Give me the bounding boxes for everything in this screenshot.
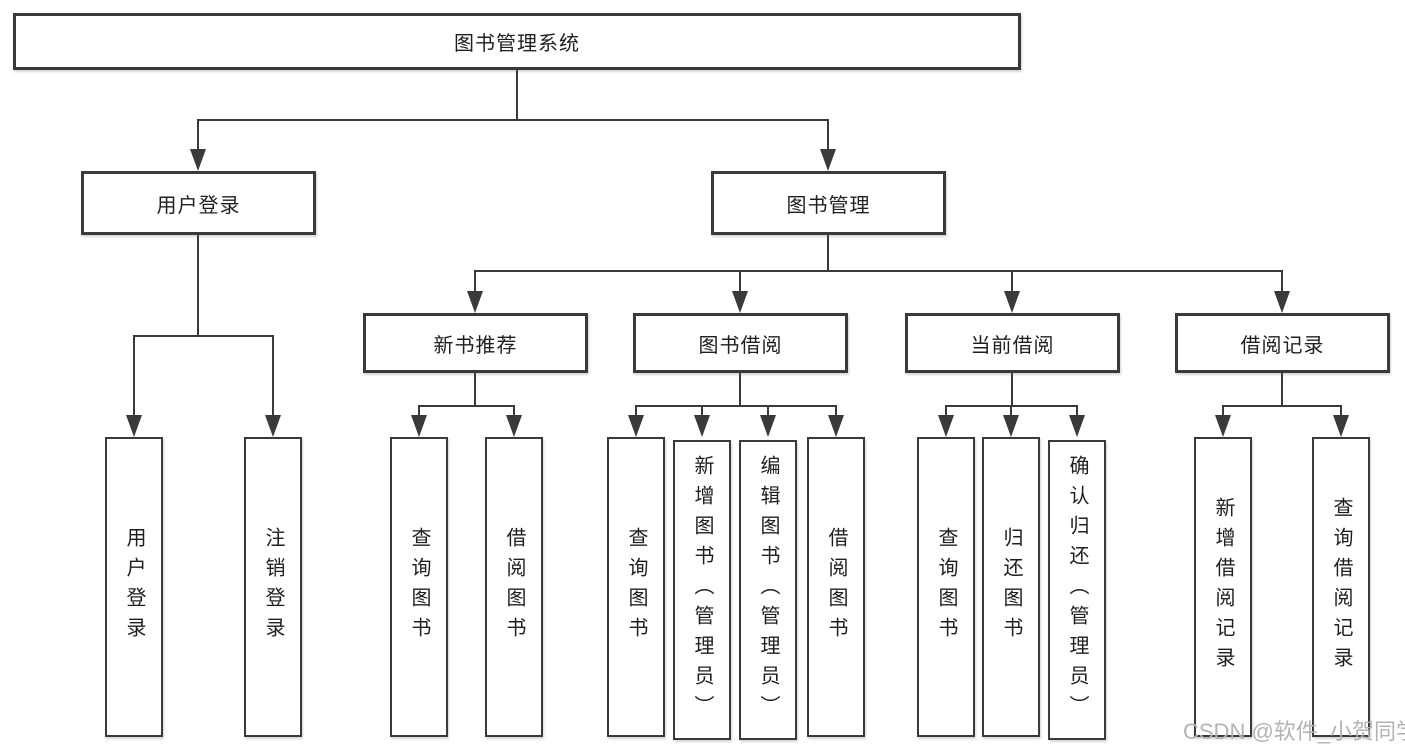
connector-line [133,335,274,337]
arrow-down-icon [820,149,836,171]
connector-line [1011,271,1013,295]
connector-line [418,405,515,407]
arrow-down-icon [1004,291,1020,313]
connector-line [767,406,769,419]
node-label: 用户登录 [156,194,241,217]
leaf-label: 查询图书 [935,527,957,647]
connector-line [1222,406,1224,419]
arrow-down-icon [1274,291,1290,313]
connector-line [474,371,476,407]
csdn-watermark: CSDN @软件_小贺同学 [1183,719,1405,744]
arrow-down-icon [467,291,483,313]
connector-line [635,405,837,407]
arrow-down-icon [938,415,954,437]
leaf-label: 查询借阅记录 [1330,497,1352,677]
node-label: 当前借阅 [970,334,1055,357]
arrow-down-icon [506,415,522,437]
leaf-edit-book-admin: 编辑图书（管理员） [739,440,797,740]
arrow-down-icon [1333,415,1349,437]
leaf-query-book-recommend: 查询图书 [390,437,448,737]
leaf-query-book-borrowing: 查询图书 [607,437,665,737]
connector-line [418,406,420,419]
leaf-label: 新增借阅记录 [1212,497,1234,677]
leaf-confirm-return-admin: 确认归还（管理员） [1048,440,1106,740]
node-label: 借阅记录 [1240,334,1325,357]
arrow-down-icon [694,415,710,437]
leaf-label: 确认归还（管理员） [1066,455,1088,725]
connector-line [835,406,837,419]
connector-line [272,336,274,418]
arrow-down-icon [628,415,644,437]
leaf-label: 用户登录 [123,527,145,647]
leaf-label: 归还图书 [1000,527,1022,647]
node-library-management-system: 图书管理系统 [13,13,1021,70]
arrow-down-icon [828,415,844,437]
arrow-down-icon [1215,415,1231,437]
leaf-query-book-current: 查询图书 [917,437,975,737]
arrow-down-icon [411,415,427,437]
connector-line [1011,371,1013,407]
leaf-label: 查询图书 [408,527,430,647]
leaf-borrow-book-borrowing: 借阅图书 [807,437,865,737]
node-current-borrowing: 当前借阅 [905,313,1120,373]
connector-line [516,70,518,121]
connector-line [1281,271,1283,295]
leaf-label: 查询图书 [625,527,647,647]
connector-line [739,371,741,407]
node-new-book-recommend: 新书推荐 [363,313,588,373]
leaf-add-borrow-record: 新增借阅记录 [1194,437,1252,737]
connector-line [739,271,741,295]
connector-line [827,235,829,272]
arrow-down-icon [126,415,142,437]
node-label: 图书管理系统 [454,33,580,55]
node-borrowing-records: 借阅记录 [1175,313,1390,373]
leaf-logout: 注销登录 [244,437,302,737]
connector-line [133,336,135,418]
node-label: 图书借阅 [698,334,783,357]
arrow-down-icon [1003,415,1019,437]
leaf-label: 新增图书（管理员） [691,455,713,725]
leaf-borrow-book-recommend: 借阅图书 [485,437,543,737]
arrow-down-icon [732,291,748,313]
arrow-down-icon [190,149,206,171]
leaf-label: 注销登录 [262,527,284,647]
connector-line [1010,406,1012,419]
arrow-down-icon [760,415,776,437]
connector-line [827,120,829,154]
connector-line [197,235,199,336]
node-label: 图书管理 [786,194,871,217]
leaf-label: 编辑图书（管理员） [757,455,779,725]
connector-line [197,120,199,154]
arrow-down-icon [265,415,281,437]
leaf-query-borrow-record: 查询借阅记录 [1312,437,1370,737]
leaf-label: 借阅图书 [503,527,525,647]
connector-line [635,406,637,419]
connector-line [945,406,947,419]
connector-line [474,270,1283,272]
connector-line [1222,405,1342,407]
connector-line [1076,406,1078,419]
node-book-management: 图书管理 [711,171,946,235]
node-user-login: 用户登录 [81,171,316,235]
connector-line [513,406,515,419]
leaf-add-book-admin: 新增图书（管理员） [673,440,731,740]
connector-line [701,406,703,419]
connector-line [1281,371,1283,407]
connector-line [1340,406,1342,419]
leaf-label: 借阅图书 [825,527,847,647]
node-label: 新书推荐 [433,334,518,357]
leaf-user-login: 用户登录 [105,437,163,737]
leaf-return-book: 归还图书 [982,437,1040,737]
arrow-down-icon [1069,415,1085,437]
connector-line [474,271,476,295]
node-book-borrowing: 图书借阅 [633,313,848,373]
connector-line [197,119,829,121]
